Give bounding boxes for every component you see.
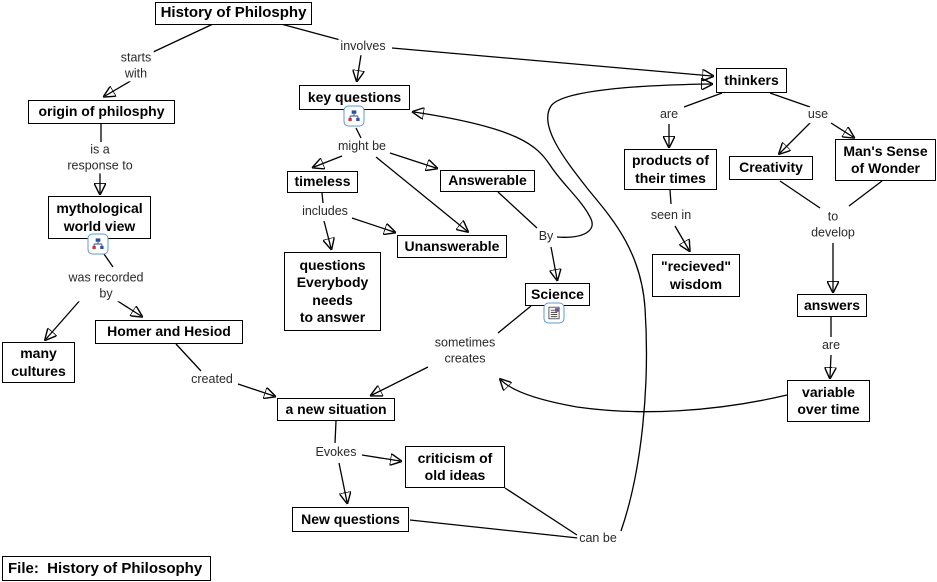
edge-science-to-sometimes-creates [497,305,532,334]
concept-node-thinkers[interactable]: thinkers [716,68,787,93]
link-label-created[interactable]: created [189,372,235,388]
link-label-includes[interactable]: includes [300,204,350,220]
edge-was-recorded-to-homer [115,299,141,316]
edge-starts-with-to-origin [105,78,135,96]
edge-timeless-to-includes [321,192,324,204]
link-label-can-be[interactable]: can be [577,531,619,547]
edge-kq-icon-to-might-be [355,127,362,139]
edge-history-to-starts-with [150,23,214,54]
link-label-was-recorded-by[interactable]: was recorded by [66,270,146,302]
concept-node-science[interactable]: Science [525,283,590,306]
concept-node-unanswerable[interactable]: Unanswerable [397,235,507,258]
edge-might-be-to-answerable [389,152,436,168]
concept-node-new-questions[interactable]: New questions [292,507,409,532]
edge-seen-in-to-recieved [674,225,689,250]
concept-node-variable-over-time[interactable]: variable over time [787,380,870,422]
edge-by-to-science [551,246,557,279]
link-label-use[interactable]: use [805,107,831,123]
concept-node-creativity[interactable]: Creativity [729,156,813,180]
edge-new-questions-to-can-be [409,519,579,539]
edge-was-recorded-to-many-cultures [46,297,83,339]
link-label-are-answers[interactable]: are [819,338,843,354]
concept-node-answerable[interactable]: Answerable [440,170,535,192]
concept-node-mythological[interactable]: mythological world view [48,196,151,239]
edge-criticism-to-can-be [504,487,578,536]
concept-node-recieved-wisdom[interactable]: "recieved" wisdom [652,254,740,297]
edge-use-to-creativity [780,121,812,153]
edge-use-to-mans-sense [830,122,853,137]
edge-myth-icon-to-was-recorded [103,253,114,268]
link-label-involves[interactable]: involves [338,39,388,55]
edge-evokes-to-criticism [361,455,400,461]
edge-by-to-key-questions [414,112,593,238]
link-label-by[interactable]: By [536,229,556,245]
edge-created-to-new-situation [237,383,274,396]
edge-might-be-to-timeless [314,155,343,167]
edge-involves-to-key-questions [357,54,361,80]
concept-node-timeless[interactable]: timeless [287,171,358,193]
concept-node-answers[interactable]: answers [797,294,867,317]
edge-creativity-to-to-develop [779,180,821,209]
edge-products-to-seen-in [669,189,672,205]
edge-might-be-to-unanswerable [375,156,467,231]
concept-node-criticism[interactable]: criticism of old ideas [405,446,505,488]
edge-history-to-involves [280,23,345,42]
edge-includes-to-unanswerable [351,217,394,232]
file-title-label: File: History of Philosophy [2,556,212,581]
concept-node-origin[interactable]: origin of philosphy [28,100,175,124]
edge-new-situation-to-evokes [334,420,337,444]
concept-node-mans-sense[interactable]: Man's Sense of Wonder [835,139,936,181]
link-label-to-develop[interactable]: to develop [809,209,857,241]
concept-node-questions-everybody[interactable]: questions Everybody needs to answer [284,252,381,331]
link-label-might-be[interactable]: might be [336,139,388,155]
concept-node-homer-hesiod[interactable]: Homer and Hesiod [95,320,243,344]
concept-map-icon[interactable] [87,233,109,255]
link-label-sometimes-creates[interactable]: sometimes creates [432,335,498,367]
edge-thinkers-to-are [683,92,723,108]
edge-variable-to-sometimes-creates [501,380,788,413]
link-label-is-a-response-to[interactable]: is a response to [65,142,135,174]
concept-map-icon[interactable] [343,105,365,127]
link-label-evokes[interactable]: Evokes [313,445,359,461]
link-label-are-thinkers[interactable]: are [657,107,681,123]
edge-homer-to-created [175,343,202,372]
edge-includes-to-questions-everybody [324,220,331,248]
link-label-seen-in[interactable]: seen in [648,208,694,224]
edge-are-to-variable [830,354,831,377]
document-icon[interactable] [543,302,565,324]
link-label-starts-with[interactable]: starts with [118,50,154,82]
edge-sometimes-creates-to-new-situation [372,366,429,395]
concept-node-new-situation[interactable]: a new situation [277,398,395,421]
edge-evokes-to-new-questions [338,462,347,502]
edge-answerable-to-by [497,191,538,229]
edge-mans-sense-to-to-develop [848,180,883,207]
edge-thinkers-to-use [769,92,811,108]
concept-node-history[interactable]: History of Philosphy [155,2,312,25]
edge-can-be-to-thinkers [547,84,711,532]
concept-node-products[interactable]: products of their times [624,149,717,190]
concept-node-many-cultures[interactable]: many cultures [2,342,75,383]
edge-involves-to-thinkers [391,47,712,76]
